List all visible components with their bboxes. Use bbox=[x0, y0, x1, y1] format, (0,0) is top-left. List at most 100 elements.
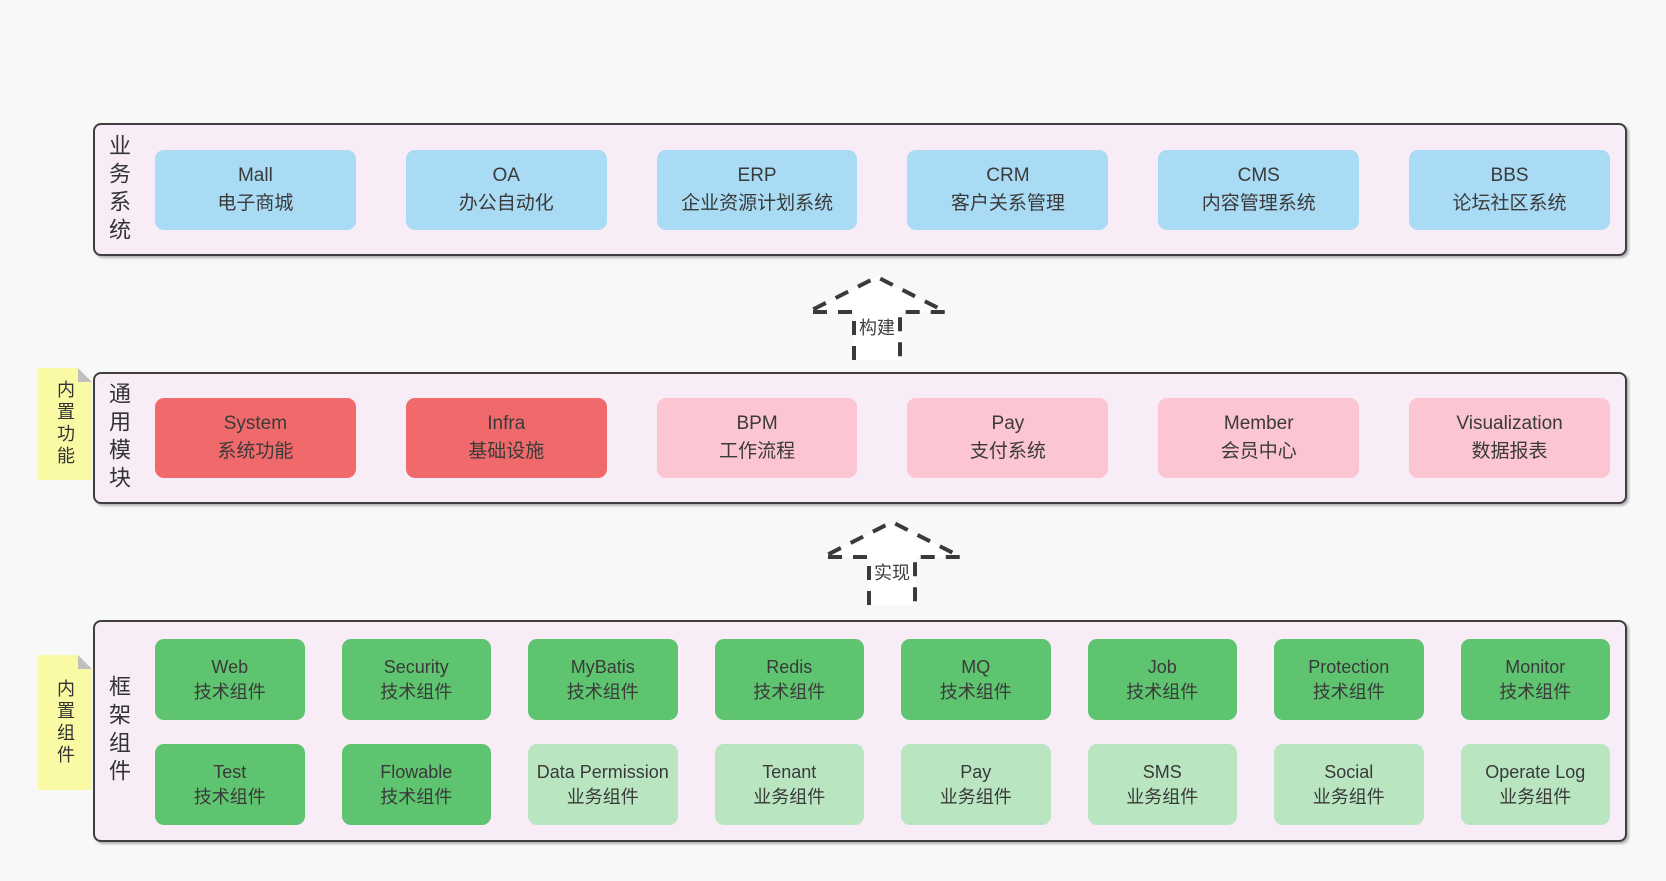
box-subtitle: 业务组件 bbox=[1499, 786, 1572, 807]
box-subtitle: 技术组件 bbox=[193, 786, 266, 807]
box-mybatis: MyBatis 技术组件 bbox=[528, 639, 678, 720]
box-protection: Protection 技术组件 bbox=[1274, 639, 1424, 720]
box-subtitle: 业务组件 bbox=[939, 786, 1012, 807]
folded-corner-icon bbox=[78, 368, 92, 382]
box-title: Visualization bbox=[1456, 413, 1563, 435]
box-title: MyBatis bbox=[570, 657, 635, 678]
box-bbs: BBS 论坛社区系统 bbox=[1409, 150, 1610, 230]
box-data-permission: Data Permission 业务组件 bbox=[528, 744, 678, 825]
box-title: Redis bbox=[766, 657, 813, 678]
box-social: Social 业务组件 bbox=[1274, 744, 1424, 825]
box-subtitle: 业务组件 bbox=[1312, 786, 1385, 807]
box-subtitle: 业务组件 bbox=[753, 786, 826, 807]
box-title: CMS bbox=[1237, 165, 1280, 187]
box-title: Mall bbox=[237, 165, 273, 187]
box-subtitle: 系统功能 bbox=[217, 441, 294, 462]
box-subtitle: 电子商城 bbox=[217, 193, 294, 214]
box-title: CRM bbox=[986, 165, 1030, 187]
box-subtitle: 企业资源计划系统 bbox=[681, 193, 834, 214]
block-arrow-up-icon bbox=[807, 274, 947, 360]
box-subtitle: 技术组件 bbox=[939, 681, 1012, 702]
box-title: BBS bbox=[1490, 165, 1529, 187]
box-mq: MQ 技术组件 bbox=[901, 639, 1051, 720]
panel-framework-components: 框架组件 Web 技术组件 Security 技术组件 MyBatis 技术组件 Redis… bbox=[93, 620, 1627, 842]
box-tenant: Tenant 业务组件 bbox=[714, 744, 864, 825]
note-built-in-components: 内置组件 bbox=[38, 655, 92, 790]
box-title: Member bbox=[1223, 413, 1294, 435]
box-title: OA bbox=[492, 165, 520, 187]
box-subtitle: 技术组件 bbox=[193, 681, 266, 702]
box-subtitle: 数据报表 bbox=[1471, 441, 1548, 462]
box-title: Flowable bbox=[380, 762, 453, 783]
panel-side-label: 业务系统 bbox=[106, 133, 131, 246]
box-security: Security 技术组件 bbox=[341, 639, 491, 720]
box-subtitle: 支付系统 bbox=[969, 441, 1046, 462]
box-subtitle: 技术组件 bbox=[566, 681, 639, 702]
arrow-label: 构建 bbox=[859, 318, 895, 338]
panel-common-modules: 通用模块 System 系统功能 Infra 基础设施 BPM 工作流程 Pay 支付系统 Me… bbox=[93, 372, 1627, 504]
box-title: Tenant bbox=[762, 762, 817, 783]
folded-corner-icon bbox=[78, 655, 92, 669]
box-infra: Infra 基础设施 bbox=[405, 398, 607, 478]
box-system: System 系统功能 bbox=[155, 398, 356, 478]
box-title: Protection bbox=[1308, 657, 1390, 678]
box-subtitle: 业务组件 bbox=[566, 786, 639, 807]
box-title: ERP bbox=[737, 165, 777, 187]
block-arrow-up-icon bbox=[822, 519, 962, 605]
box-title: Job bbox=[1147, 657, 1177, 678]
arrow-label: 实现 bbox=[874, 563, 910, 583]
box-title: Monitor bbox=[1505, 657, 1566, 678]
note-label: 内置组件 bbox=[55, 678, 75, 767]
box-subtitle: 基础设施 bbox=[468, 441, 545, 462]
box-title: Test bbox=[213, 762, 247, 783]
box-pay: Pay 支付系统 bbox=[907, 398, 1109, 478]
box-subtitle: 技术组件 bbox=[380, 786, 453, 807]
box-bpm: BPM 工作流程 bbox=[656, 398, 858, 478]
box-subtitle: 技术组件 bbox=[1312, 681, 1385, 702]
box-title: BPM bbox=[736, 413, 778, 435]
box-title: Security bbox=[383, 657, 449, 678]
box-subtitle: 工作流程 bbox=[719, 441, 796, 462]
box-mall: Mall 电子商城 bbox=[155, 150, 356, 230]
box-subtitle: 办公自动化 bbox=[458, 193, 554, 214]
box-oa: OA 办公自动化 bbox=[405, 150, 607, 230]
arrow-implement: 实现 bbox=[821, 519, 963, 605]
box-subtitle: 技术组件 bbox=[380, 681, 453, 702]
box-title: Web bbox=[211, 657, 249, 678]
box-pay: Pay 业务组件 bbox=[901, 744, 1051, 825]
box-title: Pay bbox=[960, 762, 992, 783]
box-subtitle: 业务组件 bbox=[1126, 786, 1199, 807]
box-title: Data Permission bbox=[536, 762, 669, 783]
box-subtitle: 技术组件 bbox=[1499, 681, 1572, 702]
box-erp: ERP 企业资源计划系统 bbox=[656, 150, 858, 230]
note-label: 内置功能 bbox=[55, 380, 75, 468]
box-subtitle: 技术组件 bbox=[1126, 681, 1199, 702]
box-visualization: Visualization 数据报表 bbox=[1409, 398, 1610, 478]
box-title: Pay bbox=[991, 413, 1025, 435]
box-title: Infra bbox=[487, 413, 526, 435]
box-crm: CRM 客户关系管理 bbox=[907, 150, 1109, 230]
box-flowable: Flowable 技术组件 bbox=[341, 744, 491, 825]
box-operate-log: Operate Log 业务组件 bbox=[1460, 744, 1610, 825]
box-subtitle: 客户关系管理 bbox=[950, 193, 1065, 214]
box-title: System bbox=[223, 413, 288, 435]
box-test: Test 技术组件 bbox=[155, 744, 305, 825]
arrow-build: 构建 bbox=[806, 274, 948, 360]
panel-business-systems: 业务系统 Mall 电子商城 OA 办公自动化 ERP 企业资源计划系统 CRM 客户关系管理… bbox=[93, 123, 1627, 256]
box-title: Social bbox=[1324, 762, 1374, 783]
box-job: Job 技术组件 bbox=[1087, 639, 1237, 720]
box-title: MQ bbox=[961, 657, 991, 678]
panel-side-label: 通用模块 bbox=[106, 382, 131, 494]
box-monitor: Monitor 技术组件 bbox=[1460, 639, 1610, 720]
box-title: Operate Log bbox=[1485, 762, 1586, 783]
panel-side-label: 框架组件 bbox=[106, 675, 131, 787]
box-subtitle: 论坛社区系统 bbox=[1452, 193, 1567, 214]
note-built-in-features: 内置功能 bbox=[38, 368, 92, 480]
